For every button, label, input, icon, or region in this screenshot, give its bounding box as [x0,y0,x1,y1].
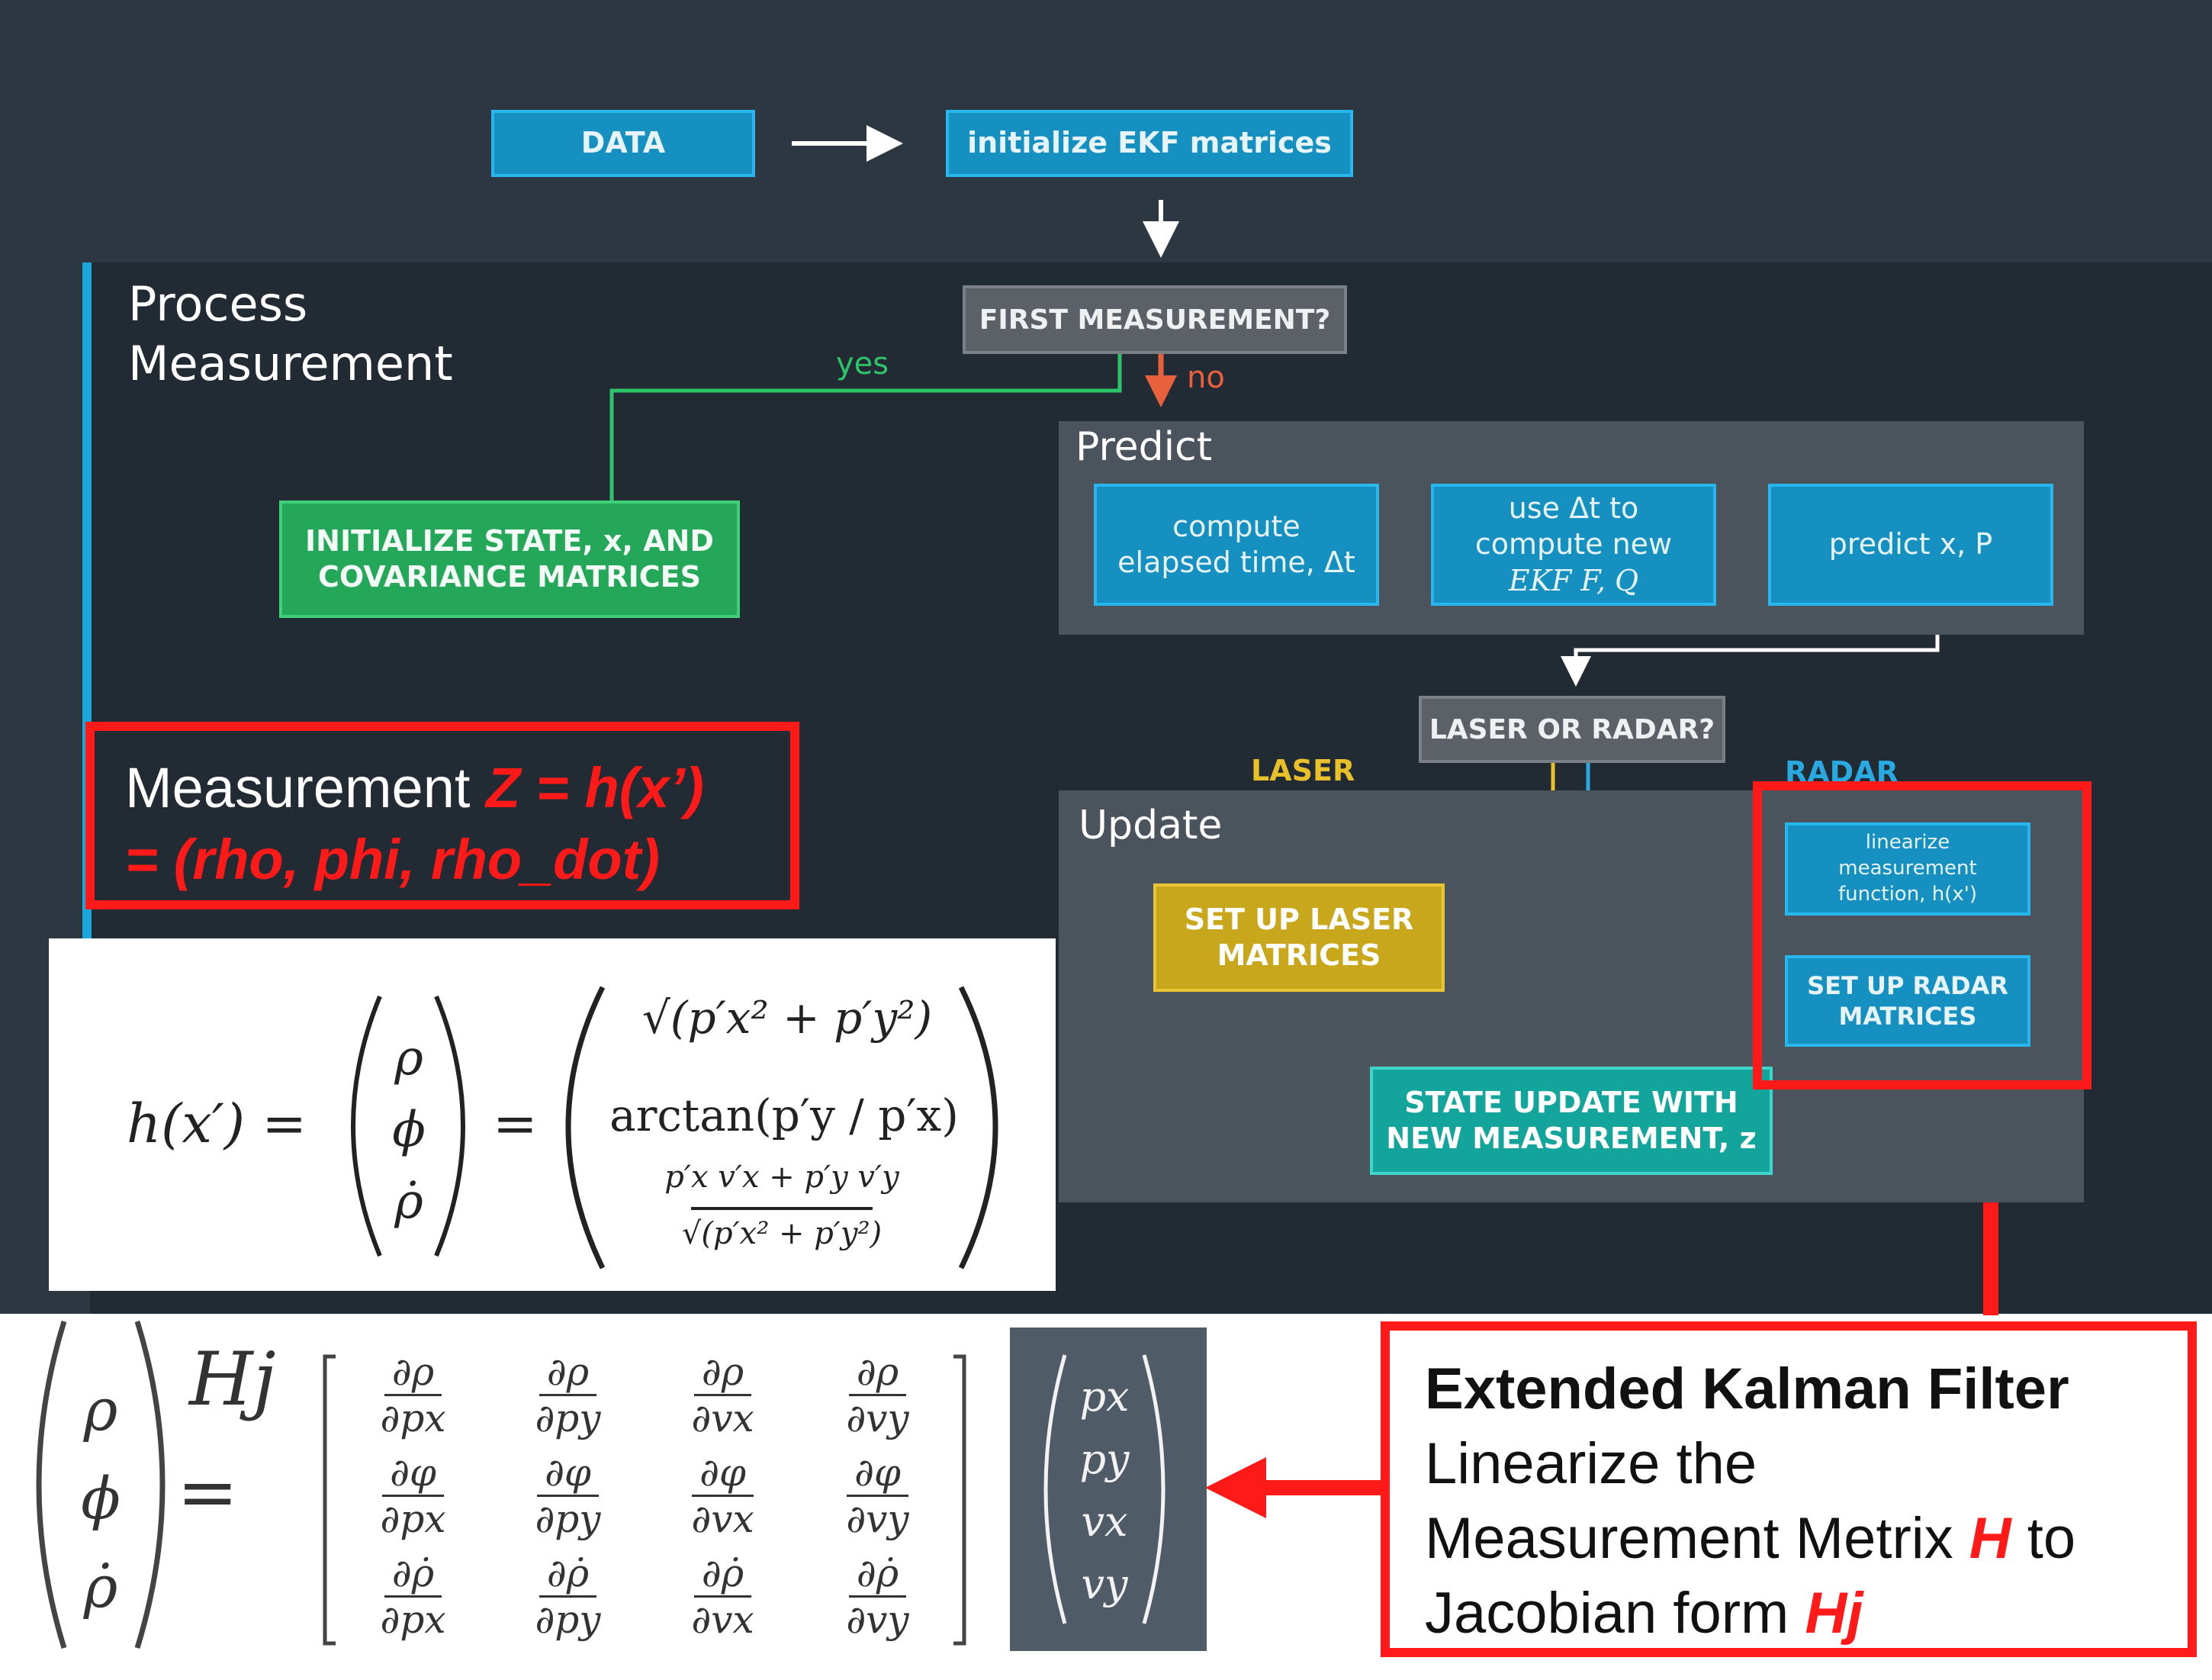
jacobian-cell: ∂ρ∂px [336,1344,490,1445]
jacobian-cell: ∂ρ∂vy [800,1344,955,1445]
jacobian-matrix: ∂ρ∂px∂ρ∂py∂ρ∂vx∂ρ∂vy∂φ∂px∂φ∂py∂φ∂vx∂φ∂vy… [336,1344,955,1649]
state-vector: px py vx vy [1079,1373,1130,1608]
h-row-rho: √(p′x² + p′y²) [641,992,933,1044]
jacobian-denominator: ∂py [535,1395,601,1440]
jacobian-cell: ∂φ∂py [490,1445,645,1546]
predict-title: Predict [1075,424,1213,470]
jacobian-denominator: ∂px [380,1597,446,1642]
update-title: Update [1079,803,1223,848]
ekf-annotation: Extended Kalman Filter Linearize the Mea… [1381,1321,2197,1657]
jacobian-cell: ∂ρ̇∂py [490,1546,645,1646]
jacobian-numerator: ∂ρ [693,1350,752,1396]
compute-ekf-fq-box: use Δt to compute new EKF F, Q [1431,484,1716,606]
state-update-box: STATE UPDATE WITH NEW MEASUREMENT, z [1370,1067,1773,1175]
jacobian-denominator: ∂vy [846,1395,909,1440]
jacobian-denominator: ∂vx [691,1597,754,1642]
jacobian-denominator: ∂px [380,1395,446,1440]
jacobian-cell: ∂ρ∂py [490,1344,645,1445]
jacobian-cell: ∂ρ̇∂px [336,1546,490,1646]
ekf-line-matrix: Measurement Metrix [1425,1506,1969,1571]
jacobian-numerator: ∂ρ̇ [693,1551,752,1598]
jacobian-numerator: ∂ρ [539,1350,597,1396]
compute-elapsed-box: compute elapsed time, Δt [1094,484,1379,606]
jacobian-numerator: ∂φ [692,1450,754,1497]
h-equation-panel [49,938,1056,1291]
jacobian-denominator: ∂vy [846,1496,909,1541]
jacobian-numerator: ∂φ [382,1450,444,1497]
jacobian-numerator: ∂ρ̇ [848,1551,907,1598]
setup-radar-box: SET UP RADAR MATRICES [1785,955,2030,1047]
init-ekf-box: initialize EKF matrices [946,110,1353,177]
data-box: DATA [491,110,755,177]
measurement-z-formula: Z = h(x’) [485,756,704,819]
linearize-box: linearize measurement function, h(x') [1785,822,2030,916]
ekf-h-symbol: H [1969,1506,2011,1571]
measurement-annotation: Measurement Z = h(x’) = (rho, phi, rho_d… [85,722,799,909]
process-measurement-title: Process Measurement [128,276,453,391]
jacobian-denominator: ∂py [535,1597,601,1642]
initialize-state-box: INITIALIZE STATE, x, AND COVARIANCE MATR… [279,500,740,618]
jacobian-denominator: ∂px [380,1496,446,1541]
yes-label: yes [836,346,889,381]
measurement-components: = (rho, phi, rho_dot) [125,828,660,891]
state-vector-panel [1010,1328,1207,1651]
measurement-plain: Measurement [125,756,486,819]
jacobian-numerator: ∂ρ [384,1350,442,1396]
first-measurement-box: FIRST MEASUREMENT? [963,285,1347,354]
ekf-title: Extended Kalman Filter [1425,1357,2069,1421]
jacobian-lhs-vector: ρ ϕ ρ̇ [81,1376,121,1620]
radar-highlight-frame [1753,781,2091,1089]
jacobian-cell: ∂ρ̇∂vy [800,1546,955,1646]
predict-xp-box: predict x, P [1768,484,2053,606]
ekf-line-to: to [2011,1506,2076,1571]
h-row-rhodot-numerator: p′x v′x + p′y v′y [664,1160,899,1195]
h-vector: ρ ϕ ρ̇ [392,1030,426,1230]
ekf-hj-symbol: Hj [1805,1581,1863,1646]
setup-laser-box: SET UP LASER MATRICES [1153,883,1445,992]
jacobian-hj-label: Hj [189,1337,276,1422]
laser-or-radar-box: LASER OR RADAR? [1419,696,1725,763]
jacobian-cell: ∂φ∂vx [645,1445,800,1546]
jacobian-denominator: ∂vy [846,1597,909,1642]
jacobian-numerator: ∂φ [537,1450,599,1497]
jacobian-numerator: ∂φ [847,1450,908,1497]
h-row-phi: arctan(p′y / p′x) [609,1089,959,1141]
jacobian-numerator: ∂ρ [848,1350,907,1396]
jacobian-cell: ∂ρ∂vx [645,1344,800,1445]
h-equals: = [493,1093,538,1155]
h-equation-lhs: h(x′) = [127,1093,307,1155]
jacobian-denominator: ∂py [535,1496,601,1541]
laser-label: LASER [1251,754,1355,787]
jacobian-denominator: ∂vx [691,1395,754,1440]
ekf-line-jacobian: Jacobian form [1425,1581,1805,1646]
jacobian-cell: ∂φ∂px [336,1445,490,1546]
ekf-line-linearize: Linearize the [1425,1431,1757,1496]
jacobian-equals: = [177,1450,239,1535]
jacobian-cell: ∂φ∂vy [800,1445,955,1546]
jacobian-cell: ∂ρ̇∂vx [645,1546,800,1646]
no-label: no [1187,360,1225,395]
jacobian-numerator: ∂ρ̇ [539,1551,597,1598]
jacobian-denominator: ∂vx [691,1496,754,1541]
h-row-rhodot-denominator: √(p′x² + p′y²) [681,1216,883,1251]
jacobian-numerator: ∂ρ̇ [384,1551,442,1598]
